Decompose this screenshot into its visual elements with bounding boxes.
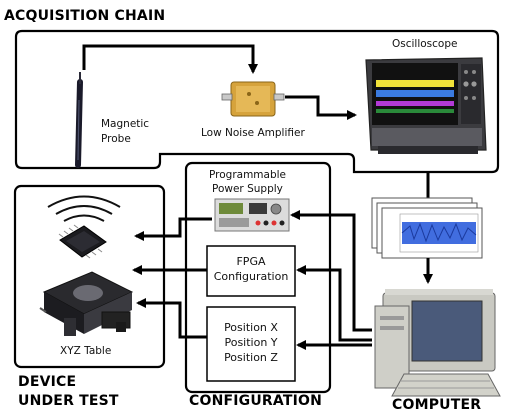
xyz-table-label: XYZ Table [60,345,112,357]
power-supply-label-line2: Power Supply [212,183,283,195]
position-y-label: Position Y [224,336,278,349]
computer-title: COMPUTER [392,397,482,413]
amplifier-icon [221,81,285,117]
fpga-box [206,245,296,297]
power-supply-label-line1: Programmable [209,169,287,181]
chip-icon [58,224,107,259]
computer-to-power-supply-arrow [290,210,372,332]
fpga-label-line2: Configuration [213,270,289,283]
oscilloscope-icon [365,57,487,154]
position-z-label: Position Z [224,351,278,364]
magnetic-probe-label-line2: Probe [101,133,131,145]
acquisition-chain-boundary [14,29,500,174]
acquisition-chain-title: ACQUISITION CHAIN [4,8,166,24]
device-under-test-title-line2: UNDER TEST [18,393,119,409]
position-x-label: Position X [224,321,278,334]
device-under-test-box [13,184,166,369]
configuration-title: CONFIGURATION [189,393,323,409]
configuration-box [184,161,332,394]
position-to-table-arrow [136,298,207,339]
device-under-test-title-line1: DEVICE [18,374,77,390]
wireless-waves-icon [47,195,121,222]
computer-to-fpga-arrow [296,265,372,342]
magnetic-probe-label-line1: Magnetic [101,118,150,130]
amplifier-to-oscilloscope-arrow [285,95,357,120]
computer-icon [374,289,501,397]
probe-icon [75,72,83,168]
probe-to-amplifier-arrow [82,44,258,74]
waveform-traces-icon [371,197,483,259]
power-supply-icon [214,198,290,232]
power-supply-to-chip-arrow [134,217,212,241]
fpga-label-line1: FPGA [236,255,266,268]
xyz-table-icon [39,271,134,336]
oscilloscope-label: Oscilloscope [392,38,458,50]
amplifier-label: Low Noise Amplifier [201,127,305,139]
position-box [206,306,296,382]
